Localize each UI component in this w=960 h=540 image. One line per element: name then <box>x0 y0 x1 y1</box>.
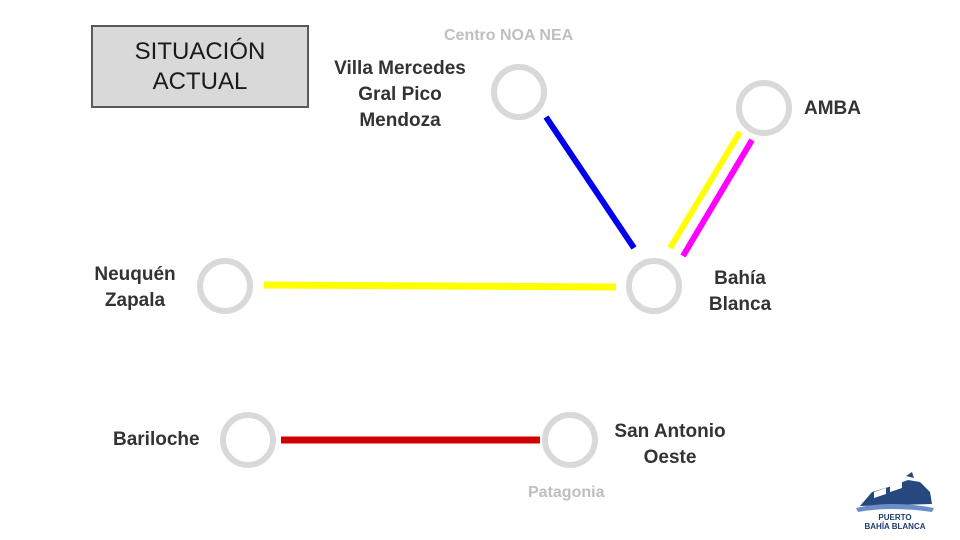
node-label-sao-line2: Oeste <box>643 447 697 468</box>
node-amba <box>736 80 792 136</box>
logo-text-line2: BAHÍA BLANCA <box>864 522 926 531</box>
title-box: SITUACIÓN ACTUAL <box>91 25 309 108</box>
node-label-neuquen-line1: Neuquén <box>94 264 176 285</box>
logo-text-line1: PUERTO <box>878 513 912 522</box>
line-neuquen-bahia <box>263 281 617 291</box>
region-label-north: Centro NOA NEA <box>444 27 574 44</box>
node-villa <box>491 64 547 120</box>
node-label-sao: San Antonio Oeste <box>602 419 738 471</box>
node-label-villa-line1: Villa Mercedes <box>334 58 466 79</box>
title-line-1: SITUACIÓN <box>134 37 266 65</box>
node-label-bariloche-line1: Bariloche <box>113 429 200 450</box>
node-sao <box>542 412 598 468</box>
node-label-bariloche: Bariloche <box>113 427 200 453</box>
puerto-bahia-blanca-logo <box>856 472 934 512</box>
node-label-bahia-line1: Bahía <box>714 268 766 289</box>
title-line-2: ACTUAL <box>152 67 248 95</box>
node-label-neuquen: Neuquén Zapala <box>85 262 185 314</box>
node-label-neuquen-line2: Zapala <box>104 290 166 311</box>
node-label-villa-line2: Gral Pico <box>358 84 442 105</box>
line-villa-bahia <box>543 115 637 250</box>
node-label-amba-line1: AMBA <box>804 98 861 119</box>
node-label-sao-line1: San Antonio <box>614 421 726 442</box>
node-label-bahia: Bahía Blanca <box>700 266 780 318</box>
node-label-villa: Villa Mercedes Gral Pico Mendoza <box>322 56 478 134</box>
line-amba-bahia-yellow <box>667 130 743 250</box>
node-neuquen <box>197 258 253 314</box>
region-label-south: Patagonia <box>528 484 605 501</box>
line-amba-bahia-magenta <box>680 138 755 258</box>
node-label-bahia-line2: Blanca <box>708 294 772 315</box>
node-bahia <box>626 258 682 314</box>
node-bariloche <box>220 412 276 468</box>
node-label-villa-line3: Mendoza <box>359 110 441 131</box>
node-label-amba: AMBA <box>804 96 861 122</box>
